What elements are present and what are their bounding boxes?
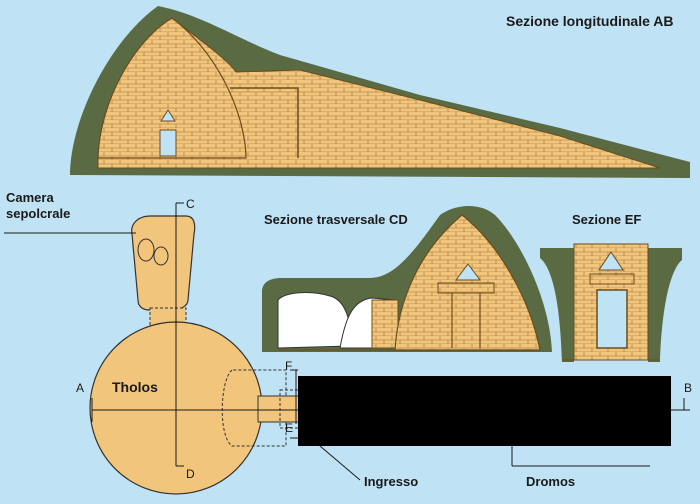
point-d-label: D (186, 467, 195, 481)
point-c-label: C (186, 197, 195, 211)
point-e-label: E (285, 421, 293, 435)
relieving-triangle-ab (160, 109, 176, 122)
plan-view (89, 202, 690, 495)
relieving-triangle-cd (455, 263, 481, 281)
tholos-dome-outline-ab (97, 17, 247, 159)
longitudinal-section-ab (70, 6, 690, 178)
section-ef (540, 243, 682, 362)
tholos-label: Tholos (112, 379, 158, 395)
cd-small-masonry (371, 299, 399, 349)
lintel-ef (589, 273, 635, 285)
point-b-label: B (684, 381, 692, 395)
ingresso-label: Ingresso (364, 474, 418, 489)
earth-ef (540, 248, 682, 362)
lintel-ab (230, 87, 299, 158)
section-cd-title: Sezione trasversale CD (264, 212, 408, 227)
doorway-ef (596, 289, 628, 349)
section-ef-title: Sezione EF (572, 212, 641, 227)
section-ab-title: Sezione longitudinale AB (506, 13, 674, 29)
side-chamber-cd (277, 292, 351, 349)
entrance-outline-plan (221, 369, 287, 447)
entrance-doorjamb-plan (279, 389, 301, 429)
leader-ingresso (319, 445, 361, 481)
point-a-label: A (76, 381, 84, 395)
lintel-cd (437, 282, 495, 294)
redaction-box (298, 376, 671, 446)
transverse-section-cd (262, 205, 552, 352)
chamber-pit-2 (153, 246, 169, 266)
camera-label-line2: sepolcrale (6, 206, 70, 221)
doorway-ab (159, 129, 177, 157)
relieving-triangle-ef (598, 251, 624, 271)
entrance-stub-plan (257, 395, 301, 423)
camera-label-line1: Camera (6, 190, 54, 205)
point-f-label: F (285, 359, 292, 373)
burial-chamber-plan (131, 215, 196, 311)
dromos-label: Dromos (526, 474, 575, 489)
chamber-pit-1 (137, 238, 155, 262)
